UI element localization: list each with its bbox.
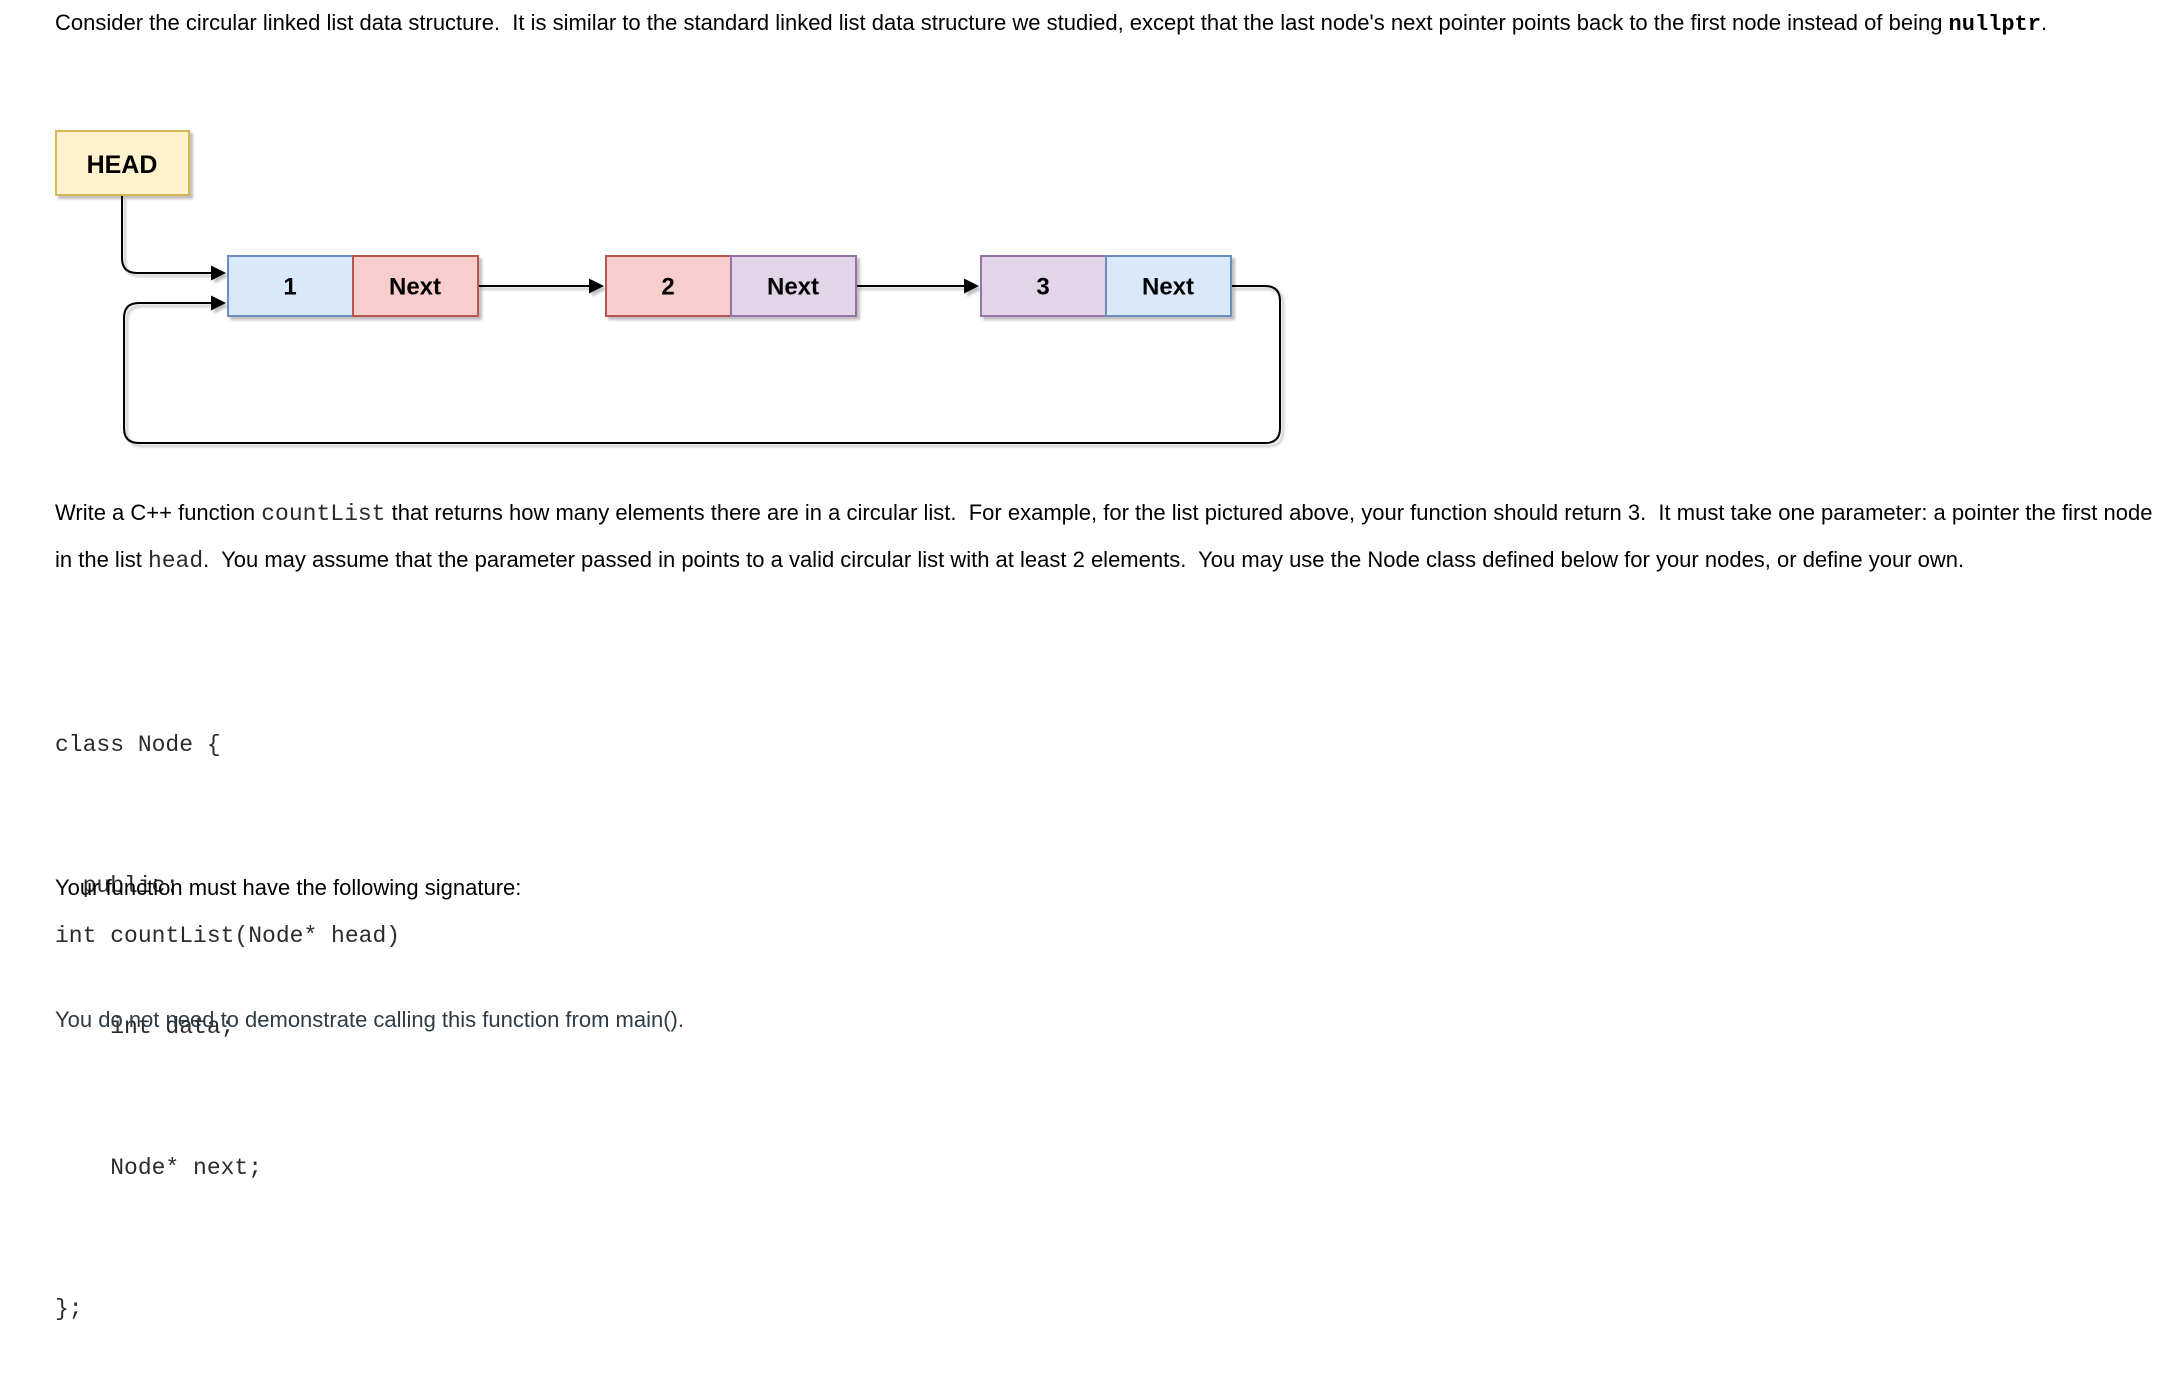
code-line: Node* next; [55, 1155, 263, 1181]
linked-list-diagram: HEAD 1 Next 2 Next 3 Next [55, 130, 1281, 444]
task-text-2: that returns how many elements there are… [55, 500, 2159, 572]
intro-paragraph: Consider the circular linked list data s… [55, 0, 2155, 47]
signature-label: Your function must have the following si… [55, 875, 522, 900]
head-box-label: HEAD [87, 151, 158, 179]
head-box [55, 130, 190, 196]
arrow-head-to-node1 [121, 196, 226, 281]
node2-next-cell [730, 255, 857, 317]
node1-next-label: Next [389, 274, 441, 301]
signature-code: int countList(Node* head) [55, 923, 401, 949]
node-class-code-block: class Node { public: int data; Node* nex… [55, 628, 262, 1380]
inline-code-countlist: countList [261, 501, 386, 527]
code-line: int data; [55, 1014, 235, 1040]
node2-value-label: 2 [661, 274, 674, 301]
code-line: class Node { [55, 732, 221, 758]
intro-text-end: . [2040, 10, 2048, 35]
node3-value-cell [980, 255, 1107, 317]
node1-next-cell [352, 255, 479, 317]
task-text-1: Write a C++ function [55, 500, 262, 525]
node2-value-cell [605, 255, 732, 317]
code-line: }; [55, 1296, 83, 1322]
intro-text: Consider the circular linked list data s… [55, 10, 1949, 35]
node3-next-label: Next [1142, 274, 1194, 301]
node2-next-label: Next [767, 274, 819, 301]
task-paragraph: Write a C++ function countList that retu… [55, 490, 2155, 584]
node1-value-label: 1 [283, 274, 296, 301]
inline-code-head: head [147, 548, 204, 574]
node1-value-cell [227, 255, 354, 317]
code-line: public: [55, 873, 180, 899]
node3-next-cell [1105, 255, 1232, 317]
arrow-loop-node3-to-node1 [123, 285, 1281, 444]
footer-note: You do not need to demonstrate calling t… [55, 1007, 684, 1032]
node3-value-label: 3 [1036, 274, 1049, 301]
inline-code-nullptr: nullptr [1948, 12, 2041, 37]
task-text-3: . You may assume that the parameter pass… [203, 547, 1965, 572]
